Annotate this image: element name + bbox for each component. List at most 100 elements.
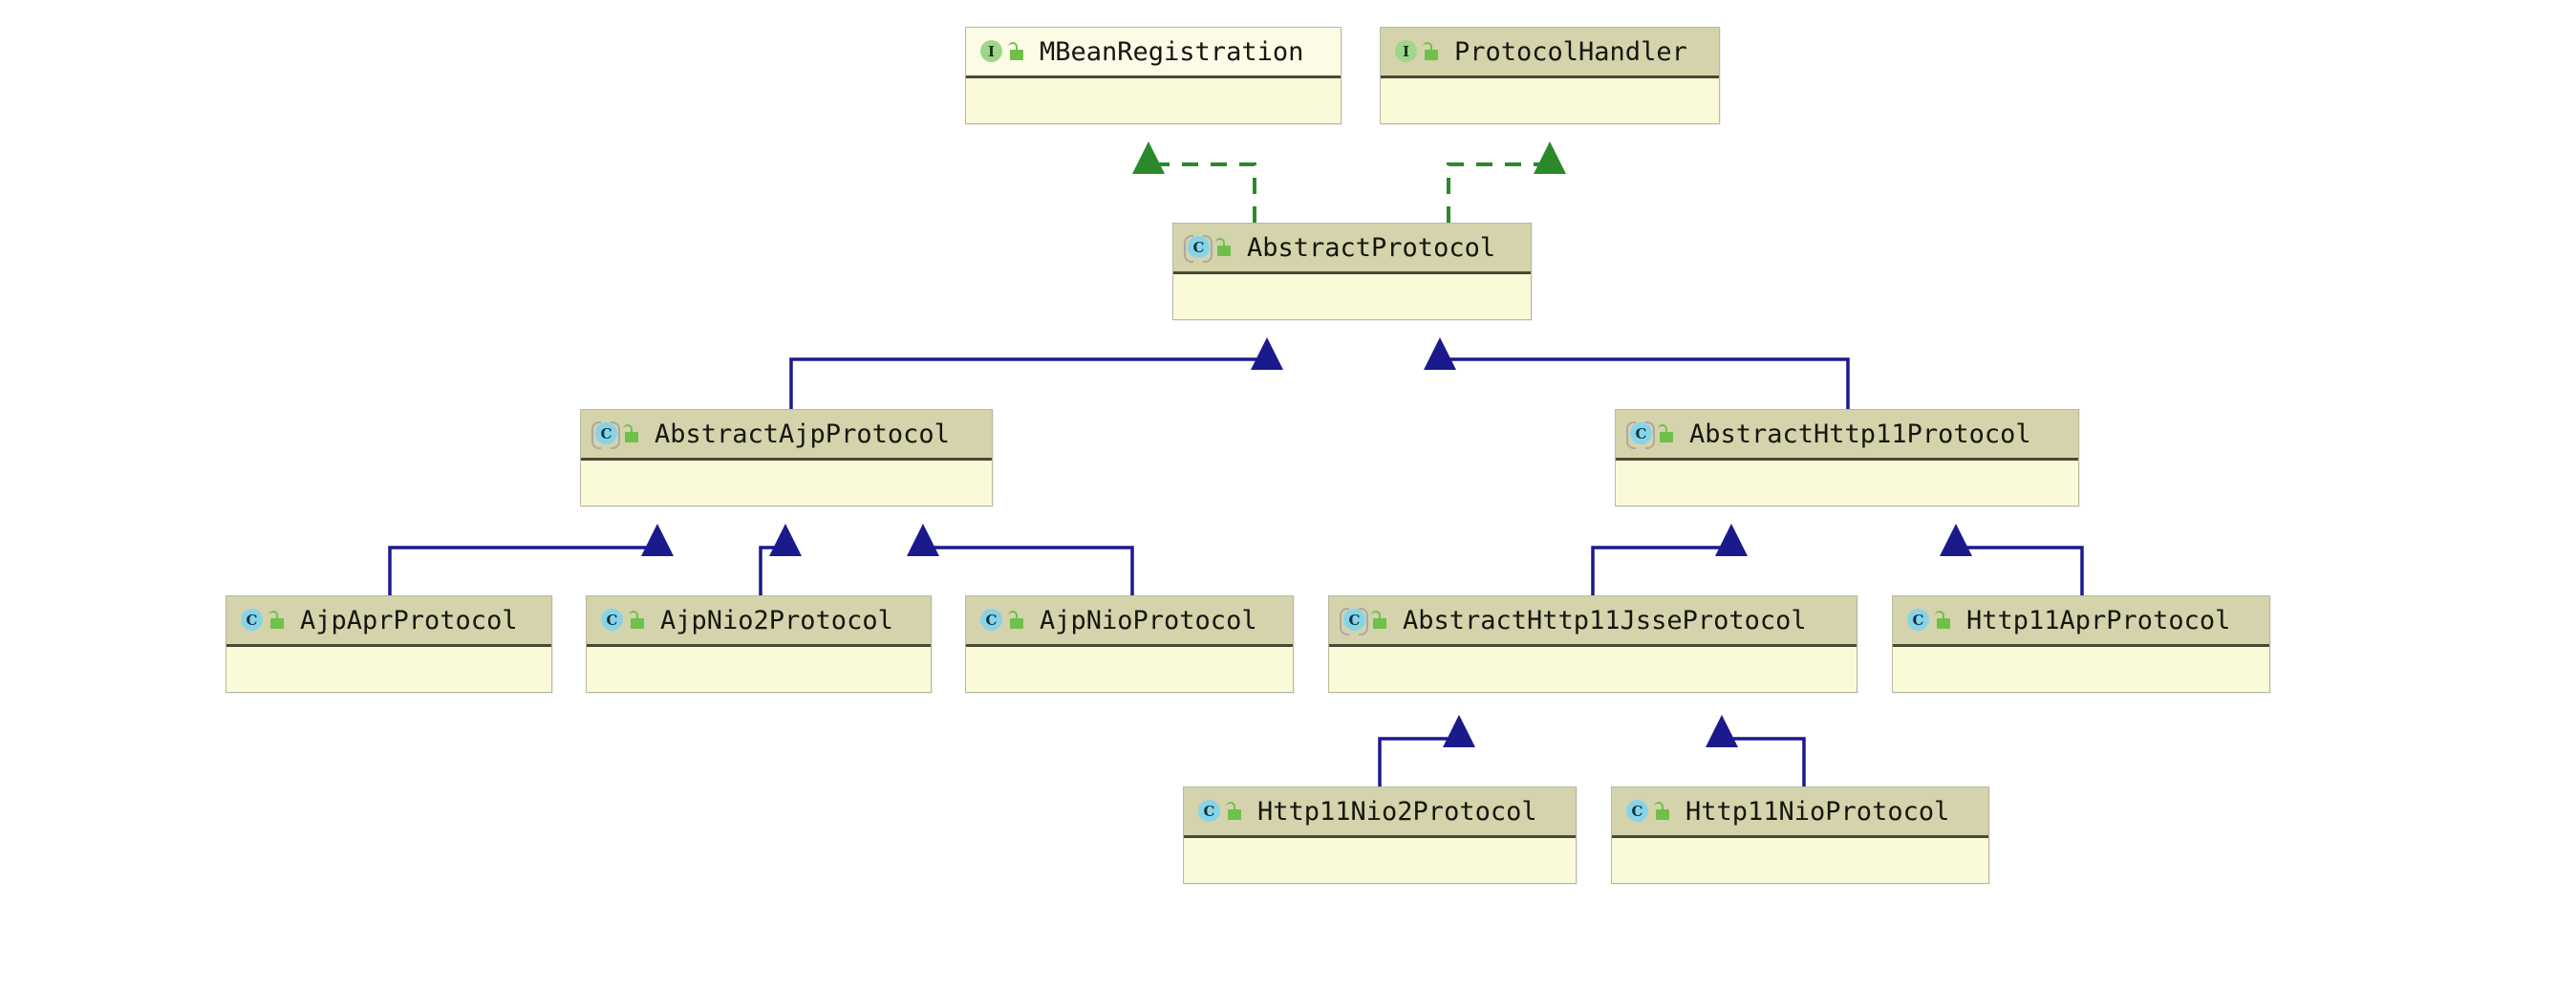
uml-edge-inheritance-http11aprprotocol-to-abstracthttp11protocol xyxy=(1940,524,2084,595)
class-letter: C xyxy=(241,609,263,631)
uml-node-title: ProtocolHandler xyxy=(1454,36,1687,67)
class-letter: C xyxy=(601,609,623,631)
uml-class-node-http11nio2protocol[interactable]: C Http11Nio2Protocol xyxy=(1183,786,1577,884)
uml-edge-arrowhead xyxy=(1251,337,1283,370)
unlock-icon xyxy=(1653,800,1674,823)
unlock-icon xyxy=(1422,40,1443,63)
unlock-icon xyxy=(628,609,649,632)
uml-edge-inheritance-abstractajpprotocol-to-abstractprotocol xyxy=(789,337,1283,409)
unlock-body-icon xyxy=(1425,50,1438,60)
uml-node-header-mbeanregistration: I MBeanRegistration xyxy=(966,28,1341,78)
abstract-bracket-right-icon xyxy=(1645,421,1655,449)
uml-node-title: Http11Nio2Protocol xyxy=(1257,796,1537,827)
uml-node-header-abstracthttp11jsseprotocol: C AbstractHttp11JsseProtocol xyxy=(1329,596,1857,647)
uml-edge-arrowhead xyxy=(641,524,674,556)
uml-class-node-abstractprotocol[interactable]: C AbstractProtocol xyxy=(1172,223,1532,320)
unlock-body-icon xyxy=(1217,246,1231,256)
uml-class-node-ajpnio2protocol[interactable]: C AjpNio2Protocol xyxy=(586,595,932,693)
uml-edge-line xyxy=(1378,737,1461,786)
unlock-body-icon xyxy=(1010,50,1023,60)
unlock-body-icon xyxy=(1373,618,1386,629)
uml-edge-line xyxy=(789,357,1269,409)
unlock-body-icon xyxy=(1656,809,1669,820)
abstract-bracket-left-icon xyxy=(1184,235,1193,263)
uml-class-node-abstractajpprotocol[interactable]: C AbstractAjpProtocol xyxy=(580,409,993,506)
unlock-icon xyxy=(1007,609,1028,632)
unlock-body-icon xyxy=(1937,618,1950,629)
class-letter: C xyxy=(980,609,1002,631)
uml-class-node-protocolhandler[interactable]: I ProtocolHandler xyxy=(1380,27,1720,124)
class-icon: C xyxy=(597,606,626,635)
abstract-class-icon: C xyxy=(1340,606,1368,635)
uml-class-node-ajpaprprotocol[interactable]: C AjpAprProtocol xyxy=(225,595,552,693)
uml-edge-arrowhead xyxy=(1443,715,1475,747)
uml-edge-line xyxy=(1438,357,1850,409)
unlock-shackle-icon xyxy=(268,611,278,619)
class-icon: C xyxy=(1622,797,1651,826)
uml-node-header-abstractajpprotocol: C AbstractAjpProtocol xyxy=(581,410,992,461)
uml-class-node-mbeanregistration[interactable]: I MBeanRegistration xyxy=(965,27,1342,124)
class-letter: C xyxy=(595,422,617,444)
uml-node-header-abstractprotocol: C AbstractProtocol xyxy=(1173,224,1531,274)
interface-icon: I xyxy=(1391,37,1420,66)
uml-node-members-ajpnioprotocol xyxy=(966,647,1293,692)
uml-node-header-http11aprprotocol: C Http11AprProtocol xyxy=(1893,596,2269,647)
uml-node-title: Http11AprProtocol xyxy=(1966,605,2231,635)
uml-edge-arrowhead xyxy=(907,524,939,556)
class-icon: C xyxy=(1903,606,1932,635)
unlock-body-icon xyxy=(270,618,284,629)
class-icon: C xyxy=(977,606,1005,635)
uml-node-members-http11aprprotocol xyxy=(1893,647,2269,692)
uml-node-title: AbstractProtocol xyxy=(1247,232,1496,263)
class-letter: C xyxy=(1907,609,1929,631)
unlock-body-icon xyxy=(1660,432,1673,442)
uml-node-members-abstractprotocol xyxy=(1173,274,1531,319)
uml-edge-inheritance-abstracthttp11jsseprotocol-to-abstracthttp11protocol xyxy=(1591,524,1748,595)
uml-edge-inheritance-abstracthttp11protocol-to-abstractprotocol xyxy=(1424,337,1850,409)
unlock-icon xyxy=(1934,609,1955,632)
uml-node-title: MBeanRegistration xyxy=(1040,36,1304,67)
uml-node-header-ajpaprprotocol: C AjpAprProtocol xyxy=(226,596,551,647)
uml-node-members-abstracthttp11jsseprotocol xyxy=(1329,647,1857,692)
unlock-shackle-icon xyxy=(1008,42,1018,51)
uml-node-members-http11nio2protocol xyxy=(1184,838,1576,883)
uml-node-title: AbstractHttp11JsseProtocol xyxy=(1403,605,1807,635)
uml-edge-inheritance-http11nio2protocol-to-abstracthttp11jsseprotocol xyxy=(1378,715,1475,786)
uml-node-header-ajpnio2protocol: C AjpNio2Protocol xyxy=(587,596,931,647)
uml-edge-arrowhead xyxy=(1424,337,1456,370)
abstract-bracket-right-icon xyxy=(611,421,620,449)
abstract-bracket-right-icon xyxy=(1359,608,1368,635)
abstract-class-icon: C xyxy=(1626,420,1655,449)
uml-node-title: AjpNio2Protocol xyxy=(660,605,893,635)
abstract-bracket-left-icon xyxy=(1626,421,1636,449)
unlock-shackle-icon xyxy=(1935,611,1944,619)
uml-edge-line xyxy=(921,546,1134,595)
uml-edge-realization-abstractprotocol-to-protocolhandler xyxy=(1447,141,1566,223)
unlock-shackle-icon xyxy=(1658,424,1667,433)
uml-node-title: AbstractAjpProtocol xyxy=(655,419,950,449)
uml-node-header-http11nio2protocol: C Http11Nio2Protocol xyxy=(1184,787,1576,838)
uml-edge-arrowhead xyxy=(769,524,802,556)
uml-edge-arrowhead xyxy=(1132,141,1165,174)
abstract-bracket-left-icon xyxy=(1340,608,1349,635)
unlock-icon xyxy=(1225,800,1246,823)
abstract-class-icon: C xyxy=(1184,233,1213,263)
unlock-shackle-icon xyxy=(623,424,633,433)
uml-node-members-ajpnio2protocol xyxy=(587,647,931,692)
uml-class-node-http11aprprotocol[interactable]: C Http11AprProtocol xyxy=(1892,595,2270,693)
interface-icon: I xyxy=(977,37,1005,66)
unlock-body-icon xyxy=(1228,809,1241,820)
abstract-bracket-left-icon xyxy=(591,421,601,449)
uml-class-node-abstracthttp11jsseprotocol[interactable]: C AbstractHttp11JsseProtocol xyxy=(1328,595,1857,693)
uml-edge-inheritance-ajpnio2protocol-to-abstractajpprotocol xyxy=(759,524,802,595)
uml-edge-inheritance-http11nioprotocol-to-abstracthttp11jsseprotocol xyxy=(1706,715,1806,786)
uml-node-title: AjpAprProtocol xyxy=(300,605,518,635)
class-letter: C xyxy=(1198,800,1220,822)
uml-node-members-mbeanregistration xyxy=(966,78,1341,123)
